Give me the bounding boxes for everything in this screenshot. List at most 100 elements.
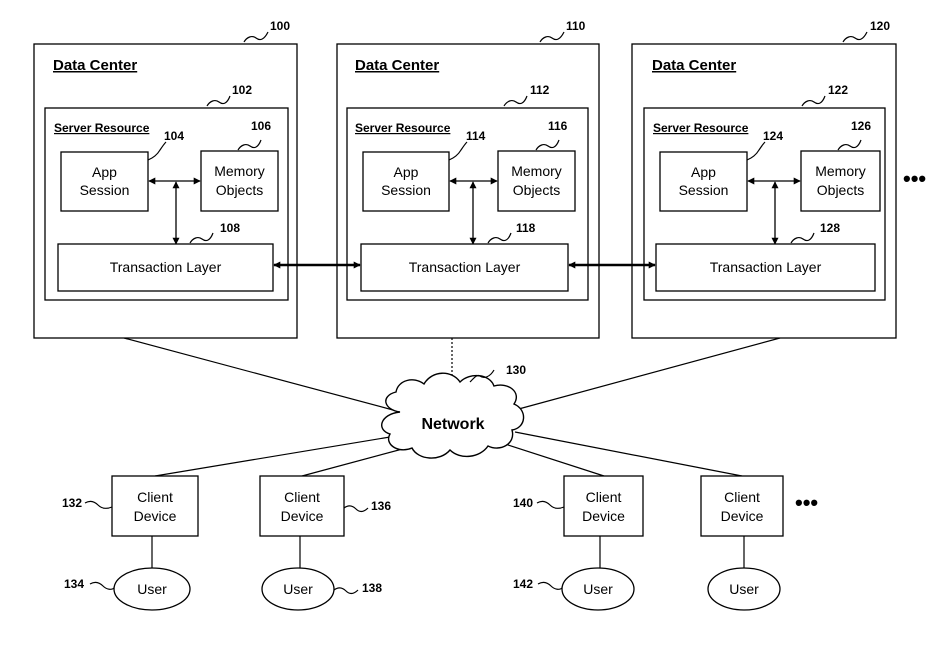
- client-device-box: [700, 475, 784, 537]
- data-center-title: Data Center: [652, 57, 736, 74]
- transaction-layer-box: [655, 243, 876, 292]
- ref-leader: [84, 500, 113, 509]
- client-device-box: [563, 475, 644, 537]
- ref-leader: [801, 95, 826, 107]
- ref-label: 136: [371, 499, 391, 513]
- memory-objects-label: Objects: [216, 182, 263, 198]
- server-resource-title: Server Resource: [653, 121, 749, 135]
- ref-label: 108: [220, 221, 240, 235]
- memory-objects-label: Memory: [815, 163, 866, 179]
- ref-label: 126: [851, 119, 871, 133]
- ref-label: 134: [64, 577, 84, 591]
- more-clients-ellipsis: •••: [795, 490, 818, 515]
- ref-leader: [343, 505, 369, 513]
- ref-leader: [243, 31, 269, 43]
- link-dc3-network: [514, 337, 781, 411]
- data-center-title: Data Center: [355, 57, 439, 74]
- transaction-layer-label: Transaction Layer: [409, 259, 521, 275]
- transaction-layer-box: [57, 243, 274, 292]
- ref-label: 138: [362, 581, 382, 595]
- ref-leader: [469, 369, 495, 383]
- memory-objects-box: [200, 150, 279, 212]
- client-device-label: Device: [582, 508, 625, 524]
- user-oval: [561, 567, 635, 611]
- memory-objects-label: Objects: [817, 182, 864, 198]
- app-session-box: [362, 151, 450, 212]
- ref-leader: [790, 232, 815, 244]
- client-device-box: [259, 475, 345, 537]
- ref-leader: [536, 500, 565, 509]
- ref-leader: [535, 139, 560, 151]
- client-device-label: Client: [586, 489, 622, 505]
- server-resource-title: Server Resource: [355, 121, 451, 135]
- ref-leader: [487, 232, 512, 244]
- ref-label: 110: [566, 19, 586, 33]
- client-device-label: Client: [137, 489, 173, 505]
- client-device-label: Client: [284, 489, 320, 505]
- data-center-1: Data Center 100 Server Resource 102 App …: [33, 19, 298, 339]
- memory-objects-label: Memory: [214, 163, 265, 179]
- user-oval: [707, 567, 781, 611]
- ref-leader: [147, 141, 167, 161]
- user-label: User: [137, 581, 167, 597]
- ref-label: 128: [820, 221, 840, 235]
- memory-objects-label: Memory: [511, 163, 562, 179]
- ref-label: 132: [62, 496, 82, 510]
- client-3: Client Device 140 User 142: [513, 475, 644, 611]
- user-label: User: [729, 581, 759, 597]
- user-oval: [261, 567, 335, 611]
- ref-label: 104: [164, 129, 184, 143]
- ref-leader: [89, 581, 115, 590]
- ref-leader: [539, 31, 565, 43]
- ref-label: 124: [763, 129, 783, 143]
- network-cloud: Network 130: [381, 363, 526, 459]
- ref-leader: [503, 95, 528, 107]
- app-session-label: App: [394, 164, 419, 180]
- client-4: Client Device User: [700, 475, 784, 611]
- user-label: User: [583, 581, 613, 597]
- app-session-box: [60, 151, 149, 212]
- transaction-layer-box: [360, 243, 569, 292]
- ref-leader: [333, 587, 359, 595]
- ref-label: 130: [506, 363, 526, 377]
- app-session-label: App: [92, 164, 117, 180]
- client-device-label: Device: [134, 508, 177, 524]
- ref-label: 122: [828, 83, 848, 97]
- ref-label: 140: [513, 496, 533, 510]
- client-device-label: Device: [721, 508, 764, 524]
- app-session-label: Session: [80, 182, 130, 198]
- ref-leader: [837, 139, 862, 151]
- link-dc1-network: [123, 337, 394, 411]
- app-session-box: [659, 151, 748, 212]
- app-session-label: App: [691, 164, 716, 180]
- data-center-2: Data Center 110 Server Resource 112 App …: [336, 19, 600, 339]
- ref-label: 116: [548, 119, 568, 133]
- ref-label: 114: [466, 129, 486, 143]
- ref-leader: [448, 141, 468, 161]
- user-oval: [113, 567, 191, 611]
- ref-leader: [237, 139, 262, 151]
- ref-leader: [206, 95, 231, 107]
- ref-label: 142: [513, 577, 533, 591]
- ref-leader: [842, 31, 868, 43]
- ref-label: 106: [251, 119, 271, 133]
- user-label: User: [283, 581, 313, 597]
- app-session-label: Session: [679, 182, 729, 198]
- ref-label: 100: [270, 19, 290, 33]
- ref-label: 118: [516, 221, 536, 235]
- more-data-centers-ellipsis: •••: [903, 166, 926, 191]
- ref-leader: [537, 581, 563, 590]
- client-device-label: Client: [724, 489, 760, 505]
- data-center-title: Data Center: [53, 57, 137, 74]
- ref-label: 120: [870, 19, 890, 33]
- server-resource-title: Server Resource: [54, 121, 150, 135]
- ref-leader: [746, 141, 766, 161]
- ref-leader: [189, 232, 214, 244]
- link-network-client3: [504, 443, 605, 477]
- memory-objects-label: Objects: [513, 182, 560, 198]
- client-device-box: [111, 475, 199, 537]
- client-1: Client Device 132 User 134: [62, 475, 199, 611]
- link-network-client1: [154, 435, 397, 477]
- ref-label: 102: [232, 83, 252, 97]
